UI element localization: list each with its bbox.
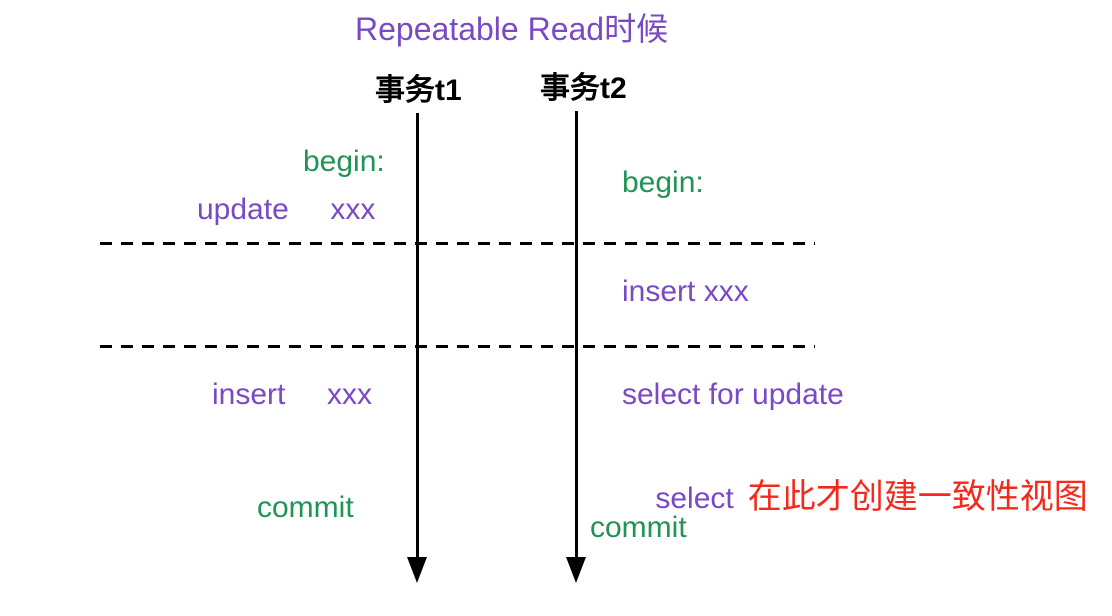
t1-arrow-down-icon: [407, 557, 427, 583]
diagram-title: Repeatable Read时候: [355, 11, 669, 47]
t2-select-line: select 在此才创建一致性视图: [622, 448, 1088, 547]
t2-insert-label: insert xxx: [622, 275, 749, 308]
t1-commit-label: commit: [257, 491, 354, 524]
t2-begin-label: begin:: [622, 166, 704, 199]
t1-begin-label: begin:: [303, 145, 385, 178]
t2-select-label: select: [655, 481, 734, 515]
t2-arrow-down-icon: [566, 557, 586, 583]
dashed-separator-1: [100, 242, 815, 245]
t2-commit-label: commit: [590, 511, 687, 544]
t1-timeline-line: [416, 113, 419, 561]
dashed-separator-2: [100, 345, 815, 348]
t2-select-annotation: 在此才创建一致性视图: [747, 477, 1088, 516]
t1-update-label: update xxx: [197, 193, 376, 226]
t2-select-for-update-label: select for update: [622, 378, 844, 411]
transaction-t2-header: 事务t2: [540, 72, 627, 105]
transaction-t1-header: 事务t1: [375, 74, 462, 107]
t1-insert-label: insert xxx: [212, 378, 373, 411]
t2-timeline-line: [575, 111, 578, 561]
